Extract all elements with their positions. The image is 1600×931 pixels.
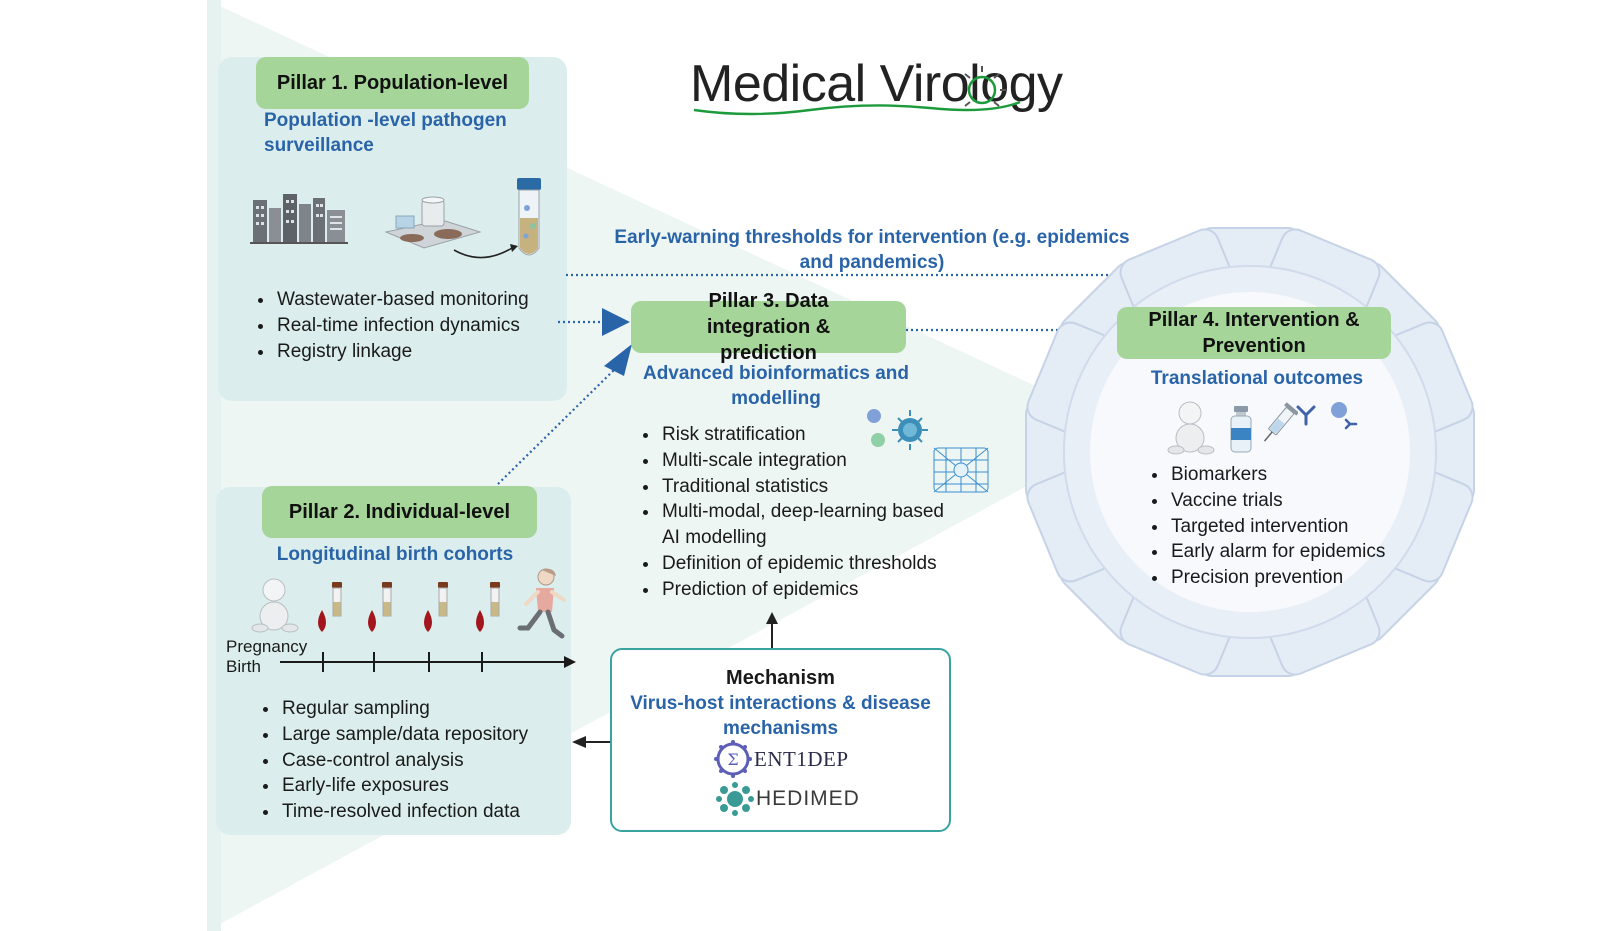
- blood-sample-icon: [318, 582, 342, 632]
- virus-cells-icon: [867, 409, 928, 450]
- ai-network-icon: [933, 447, 989, 493]
- list-item: Multi-scale integration: [660, 448, 1000, 474]
- list-item: Prediction of epidemics: [660, 577, 1000, 603]
- sample-tube-icon: [517, 178, 541, 256]
- antibody-icon: [1296, 405, 1316, 426]
- pillar2-title: Pillar 2. Individual-level: [262, 486, 537, 538]
- timeline-axis: [280, 652, 576, 672]
- sample-arrow-icon: [453, 244, 518, 259]
- mechanism-box: [610, 648, 951, 832]
- virus-antibody-icon: [1331, 402, 1358, 430]
- mechanism-title: Mechanism: [726, 667, 835, 689]
- hedimed-logo-icon: [716, 782, 754, 816]
- list-item: Biomarkers: [1169, 462, 1439, 488]
- list-item: Early-life exposures: [280, 773, 590, 799]
- baby-icon: [251, 578, 299, 633]
- pillar4-title: Pillar 4. Intervention & Prevention: [1117, 307, 1391, 359]
- pillar3-title: Pillar 3. Data integration & prediction: [631, 290, 906, 364]
- pillar1-list: Wastewater-based monitoring Real-time in…: [251, 287, 595, 364]
- entidep-logo-icon: Σ: [714, 740, 752, 778]
- running-child-icon: [517, 568, 566, 639]
- entidep-logo-text: ENT1DEP: [754, 747, 849, 771]
- blood-sample-icon: [368, 582, 392, 632]
- pillar4-subtitle: Translational outcomes: [1150, 368, 1364, 389]
- pillar3-list: Risk stratification Multi-scale integrat…: [636, 422, 1000, 603]
- list-item: Risk stratification: [660, 422, 1000, 448]
- list-item: Definition of epidemic thresholds: [660, 551, 1000, 577]
- vaccine-vial-icon: [1230, 406, 1252, 453]
- list-item: Case-control analysis: [280, 748, 590, 774]
- list-item: Targeted intervention: [1169, 514, 1439, 540]
- timeline-label-birth: Birth: [226, 657, 261, 676]
- svg-text:Σ: Σ: [727, 750, 738, 769]
- medical-virology-logo: Medical Virology: [690, 52, 1110, 124]
- syringe-icon: [1263, 402, 1298, 442]
- pillar2-subtitle: Longitudinal birth cohorts: [276, 544, 514, 565]
- pillar1-title: Pillar 1. Population-level: [256, 57, 529, 109]
- list-item: Vaccine trials: [1169, 488, 1439, 514]
- city-buildings-icon: [250, 194, 348, 244]
- list-item: Registry linkage: [275, 339, 595, 365]
- baby-icon: [1167, 401, 1215, 455]
- blood-sample-icon: [424, 582, 448, 632]
- pillar3-subtitle: Advanced bioinformatics and modelling: [642, 363, 910, 409]
- list-item: Traditional statistics: [660, 474, 1000, 500]
- early-warning-label: Early-warning thresholds for interventio…: [614, 227, 1130, 273]
- list-item: Large sample/data repository: [280, 722, 590, 748]
- timeline-label-pregnancy: Pregnancy: [226, 637, 308, 656]
- pillar4-gear-shape: [1025, 227, 1475, 677]
- list-item: Early alarm for epidemics: [1169, 539, 1439, 565]
- hedimed-logo-text: HEDIMED: [756, 787, 860, 810]
- list-item: Wastewater-based monitoring: [275, 287, 595, 313]
- mechanism-subtitle: Virus-host interactions & disease mechan…: [630, 693, 931, 739]
- pillar2-list: Regular sampling Large sample/data repos…: [256, 696, 590, 825]
- wastewater-plant-icon: [384, 196, 482, 249]
- logo-wave-icon: [693, 66, 1021, 116]
- blood-sample-icon: [476, 582, 500, 632]
- list-item: Multi-modal, deep-learning based AI mode…: [660, 499, 962, 551]
- pillar4-list: Biomarkers Vaccine trials Targeted inter…: [1145, 462, 1439, 591]
- list-item: Regular sampling: [280, 696, 590, 722]
- list-item: Real-time infection dynamics: [275, 313, 595, 339]
- pillar1-subtitle: Population -level pathogen surveillance: [264, 110, 507, 156]
- logo-text: Medical Virology: [690, 55, 1063, 113]
- list-item: Precision prevention: [1169, 565, 1439, 591]
- list-item: Time-resolved infection data: [280, 799, 590, 825]
